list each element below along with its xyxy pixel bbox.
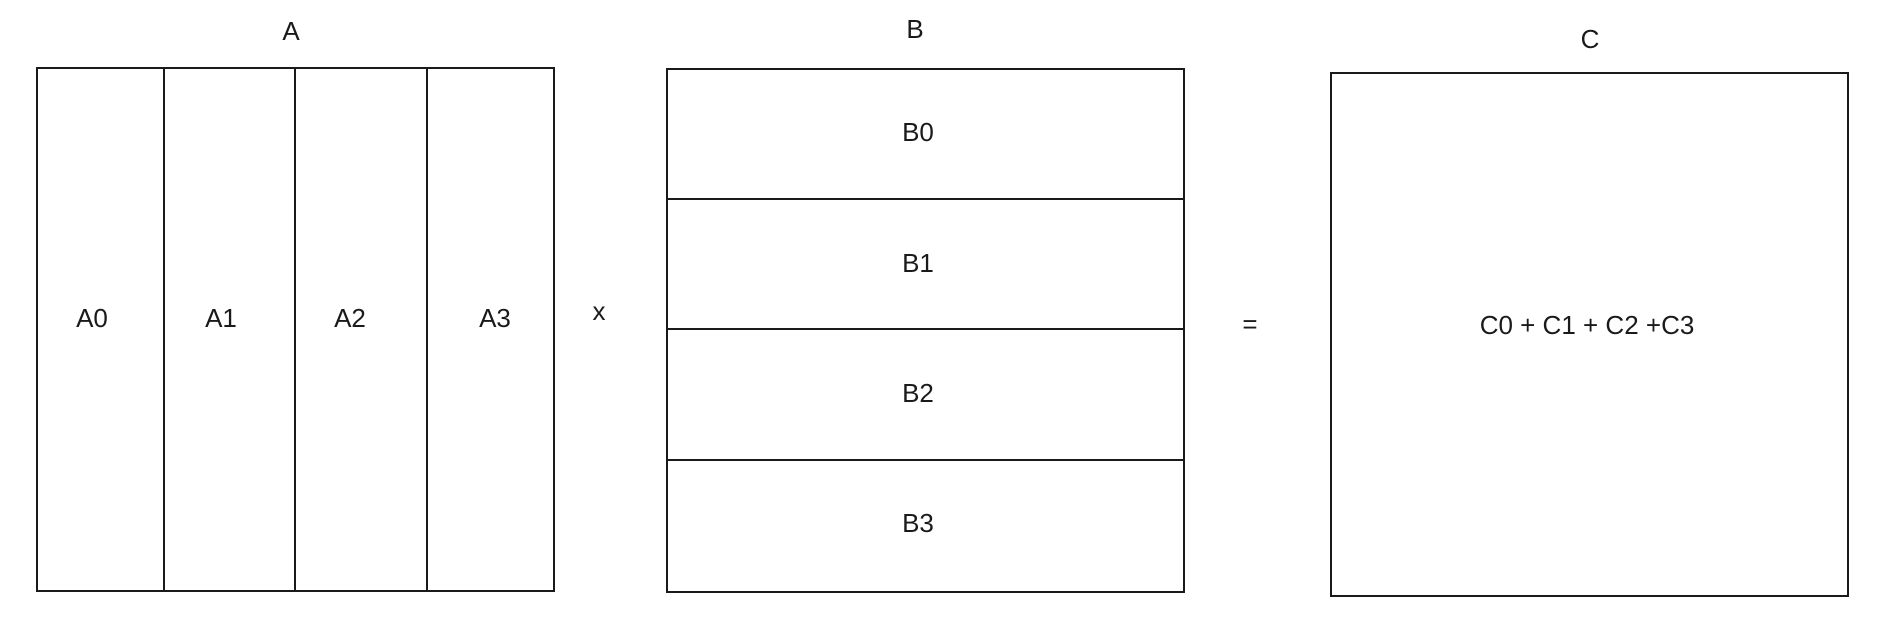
matrix-a-part-3: A3 [479,303,511,333]
matrix-a-title: A [282,16,300,46]
matrix-b-part-0: B0 [902,117,934,147]
matrix-b-part-1: B1 [902,248,934,278]
matrix-b-title: B [906,14,923,44]
matrix-b-part-2: B2 [902,378,934,408]
matrix-a-part-0: A0 [76,303,108,333]
matrix-a-part-2: A2 [334,303,366,333]
equals-operator: = [1242,309,1257,339]
matrix-c-box [1330,72,1849,597]
matrix-a-part-1: A1 [205,303,237,333]
matrix-c: C C0 + C1 + C2 +C3 [1330,24,1849,597]
matrix-a: A A0 A1 A2 A3 [36,16,555,592]
matrix-b-part-3: B3 [902,508,934,538]
matrix-c-content: C0 + C1 + C2 +C3 [1480,310,1695,340]
matrix-b-box [666,68,1185,593]
matrix-b: B B0 B1 B2 B3 [666,14,1185,593]
matrix-c-title: C [1581,24,1600,54]
multiply-operator: x [593,296,606,326]
